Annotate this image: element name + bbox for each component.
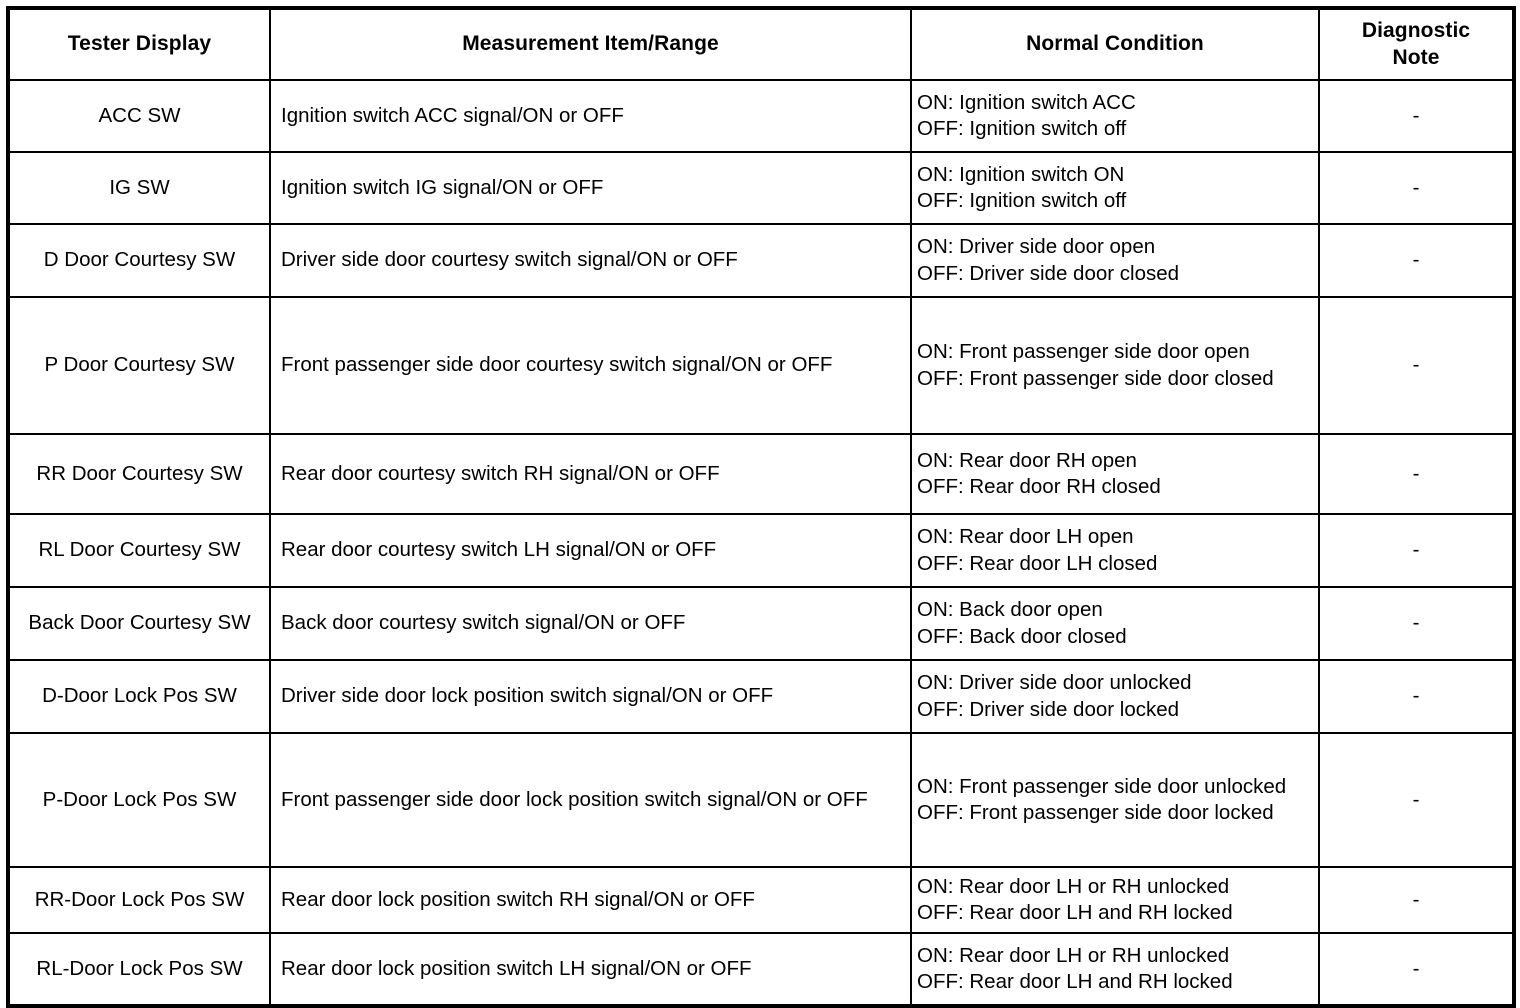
cell-normal-condition: ON: Driver side door open OFF: Driver si… [910, 223, 1320, 298]
cell-diagnostic-note: - [1318, 513, 1515, 588]
cell-normal-condition: ON: Front passenger side door unlocked O… [910, 732, 1320, 868]
cell-normal-condition: ON: Ignition switch ACC OFF: Ignition sw… [910, 79, 1320, 153]
cell-tester-display: D-Door Lock Pos SW [7, 659, 271, 734]
cell-measurement-item: Driver side door lock position switch si… [269, 659, 912, 734]
table-row: RR-Door Lock Pos SW Rear door lock posit… [7, 865, 1515, 935]
cell-tester-display: RL-Door Lock Pos SW [7, 932, 271, 1008]
cell-diagnostic-note: - [1318, 586, 1515, 661]
column-header-normal-condition: Normal Condition [910, 7, 1320, 81]
cell-measurement-item: Rear door lock position switch LH signal… [269, 932, 912, 1008]
cell-measurement-item: Front passenger side door courtesy switc… [269, 296, 912, 435]
cell-tester-display: RR Door Courtesy SW [7, 433, 271, 515]
column-header-measurement-item-range: Measurement Item/Range [269, 7, 912, 81]
cell-diagnostic-note: - [1318, 865, 1515, 935]
table-row: Back Door Courtesy SW Back door courtesy… [7, 586, 1515, 661]
cell-measurement-item: Ignition switch IG signal/ON or OFF [269, 151, 912, 225]
cell-tester-display: P Door Courtesy SW [7, 296, 271, 435]
table-header: Tester Display Measurement Item/Range No… [7, 7, 1515, 81]
table-row: D-Door Lock Pos SW Driver side door lock… [7, 659, 1515, 734]
cell-normal-condition: ON: Front passenger side door open OFF: … [910, 296, 1320, 435]
cell-tester-display: ACC SW [7, 79, 271, 153]
cell-diagnostic-note: - [1318, 659, 1515, 734]
cell-diagnostic-note: - [1318, 732, 1515, 868]
data-list-table: Tester Display Measurement Item/Range No… [6, 6, 1516, 1008]
cell-normal-condition: ON: Rear door LH or RH unlocked OFF: Rea… [910, 865, 1320, 935]
cell-tester-display: IG SW [7, 151, 271, 225]
cell-diagnostic-note: - [1318, 79, 1515, 153]
cell-diagnostic-note: - [1318, 223, 1515, 298]
cell-tester-display: Back Door Courtesy SW [7, 586, 271, 661]
cell-normal-condition: ON: Driver side door unlocked OFF: Drive… [910, 659, 1320, 734]
cell-measurement-item: Ignition switch ACC signal/ON or OFF [269, 79, 912, 153]
cell-tester-display: D Door Courtesy SW [7, 223, 271, 298]
cell-measurement-item: Rear door courtesy switch LH signal/ON o… [269, 513, 912, 588]
cell-normal-condition: ON: Back door open OFF: Back door closed [910, 586, 1320, 661]
cell-normal-condition: ON: Rear door LH or RH unlocked OFF: Rea… [910, 932, 1320, 1008]
cell-normal-condition: ON: Rear door LH open OFF: Rear door LH … [910, 513, 1320, 588]
table-row: RR Door Courtesy SW Rear door courtesy s… [7, 433, 1515, 515]
table-row: RL-Door Lock Pos SW Rear door lock posit… [7, 932, 1515, 1008]
table-body: ACC SW Ignition switch ACC signal/ON or … [7, 79, 1515, 1008]
cell-diagnostic-note: - [1318, 151, 1515, 225]
table-row: P Door Courtesy SW Front passenger side … [7, 296, 1515, 435]
cell-measurement-item: Rear door lock position switch RH signal… [269, 865, 912, 935]
table-row: P-Door Lock Pos SW Front passenger side … [7, 732, 1515, 868]
cell-normal-condition: ON: Ignition switch ON OFF: Ignition swi… [910, 151, 1320, 225]
cell-measurement-item: Back door courtesy switch signal/ON or O… [269, 586, 912, 661]
cell-diagnostic-note: - [1318, 433, 1515, 515]
cell-measurement-item: Driver side door courtesy switch signal/… [269, 223, 912, 298]
table-row: IG SW Ignition switch IG signal/ON or OF… [7, 151, 1515, 225]
cell-tester-display: RL Door Courtesy SW [7, 513, 271, 588]
column-header-diagnostic-note: Diagnostic Note [1318, 7, 1515, 81]
cell-tester-display: RR-Door Lock Pos SW [7, 865, 271, 935]
cell-measurement-item: Front passenger side door lock position … [269, 732, 912, 868]
table-header-row: Tester Display Measurement Item/Range No… [7, 7, 1515, 81]
cell-normal-condition: ON: Rear door RH open OFF: Rear door RH … [910, 433, 1320, 515]
table-row: RL Door Courtesy SW Rear door courtesy s… [7, 513, 1515, 588]
table-row: ACC SW Ignition switch ACC signal/ON or … [7, 79, 1515, 153]
column-header-tester-display: Tester Display [7, 7, 271, 81]
cell-tester-display: P-Door Lock Pos SW [7, 732, 271, 868]
cell-diagnostic-note: - [1318, 296, 1515, 435]
cell-measurement-item: Rear door courtesy switch RH signal/ON o… [269, 433, 912, 515]
table-row: D Door Courtesy SW Driver side door cour… [7, 223, 1515, 298]
cell-diagnostic-note: - [1318, 932, 1515, 1008]
